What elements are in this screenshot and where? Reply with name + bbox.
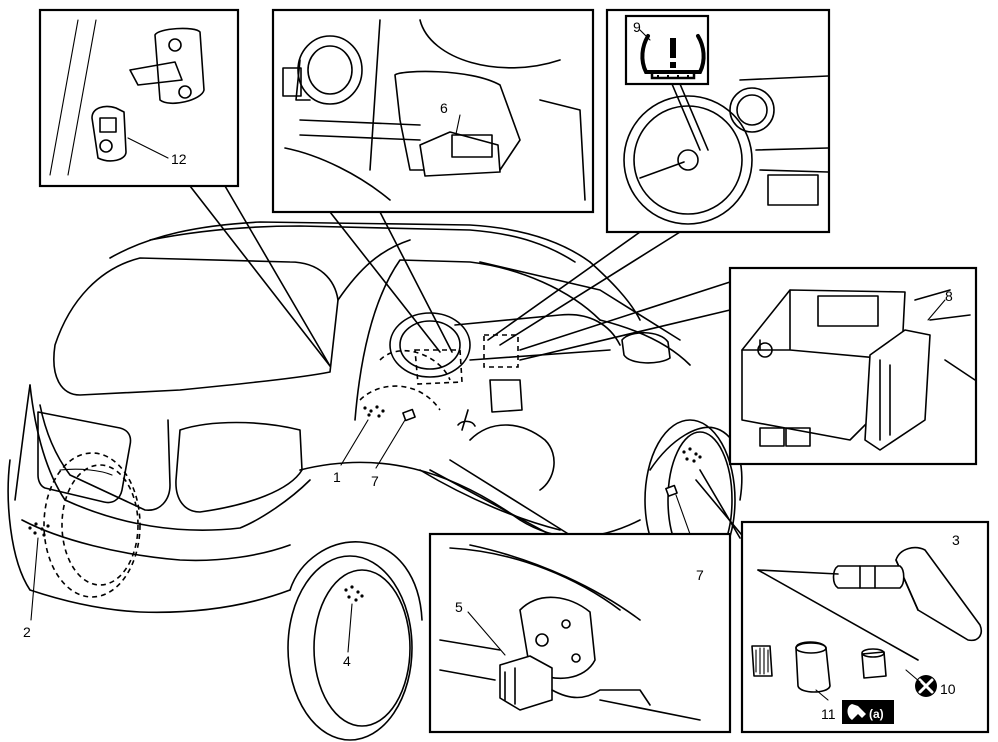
x-circle-icon xyxy=(915,675,937,697)
leader-lines xyxy=(30,185,747,653)
callout-5: 5 xyxy=(455,599,463,615)
wrench-icon xyxy=(842,700,894,724)
callout-4: 4 xyxy=(343,653,351,669)
detail-box-combination-meter xyxy=(605,8,831,234)
detail-box-tire-pressure-sensor: (a) xyxy=(740,520,990,734)
vehicle-illustration xyxy=(7,221,743,741)
callout-7-right: 7 xyxy=(696,567,704,583)
callout-7-left: 7 xyxy=(371,473,379,489)
detail-box-tpms-controller xyxy=(728,266,978,466)
stipple-marks xyxy=(28,405,702,602)
callout-9: 9 xyxy=(633,19,641,35)
detail-box-door-switch xyxy=(38,8,240,188)
callout-12: 12 xyxy=(171,151,187,167)
callout-3: 3 xyxy=(952,532,960,548)
tire-pressure-warning-icon xyxy=(640,34,706,80)
callout-2: 2 xyxy=(23,624,31,640)
callout-labels: 1 2 3 4 5 6 7 7 8 9 10 11 12 xyxy=(23,19,960,722)
tool-mark-label: (a) xyxy=(869,707,884,721)
callout-10: 10 xyxy=(940,681,956,697)
callout-11: 11 xyxy=(821,706,836,722)
callout-1: 1 xyxy=(333,469,341,485)
callout-6: 6 xyxy=(440,100,448,116)
detail-box-under-dash xyxy=(271,8,595,214)
callout-8: 8 xyxy=(945,288,953,304)
detail-box-initiator xyxy=(428,532,732,734)
